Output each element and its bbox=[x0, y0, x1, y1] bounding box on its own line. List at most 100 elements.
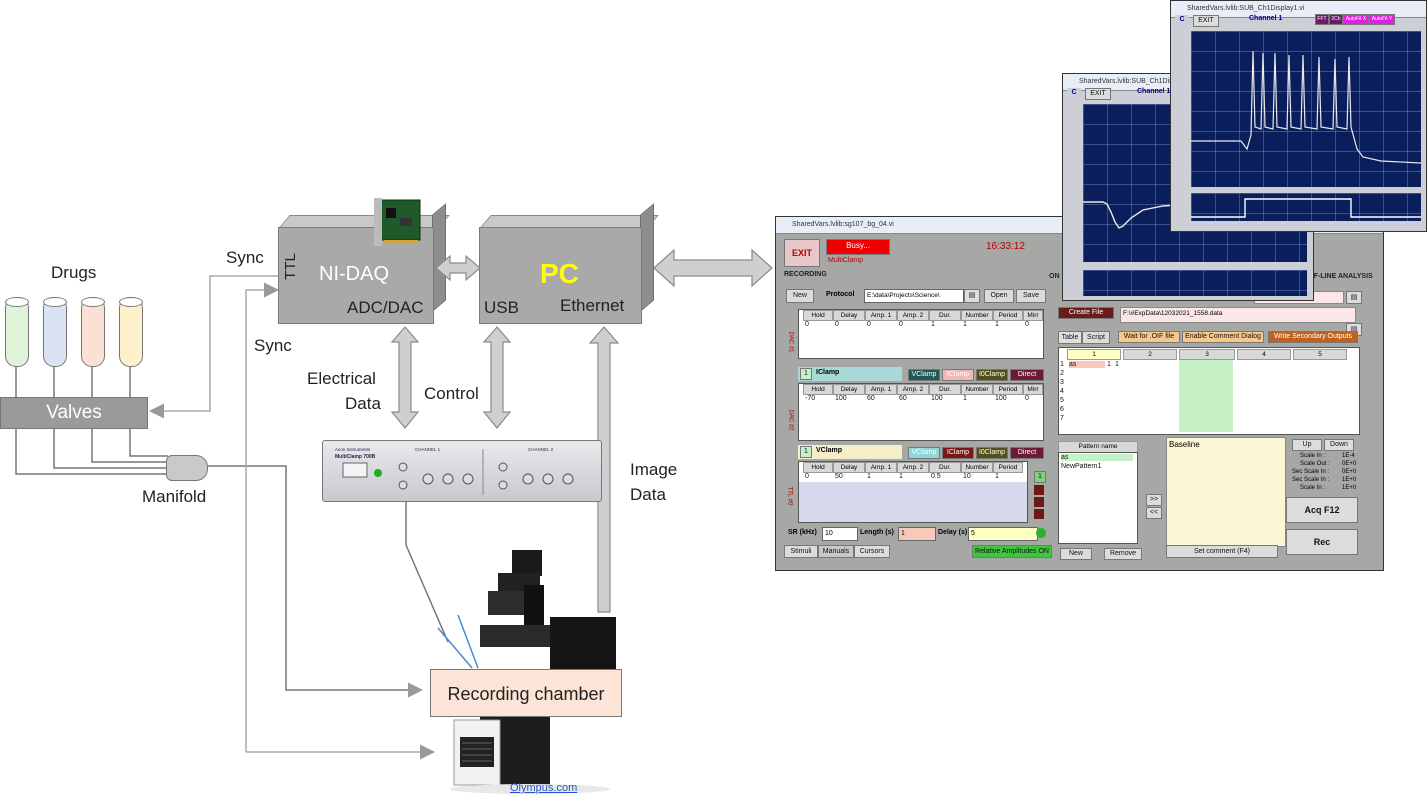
iclamp-button-2[interactable]: IClamp bbox=[942, 447, 974, 459]
ttl-cell[interactable]: 10 bbox=[963, 473, 971, 480]
pattern-list[interactable]: as NewPattern1 bbox=[1058, 452, 1138, 544]
pattern-item[interactable]: as bbox=[1061, 454, 1133, 461]
offline-folder-icon[interactable]: ▤ bbox=[1346, 291, 1362, 304]
ttl-cell[interactable]: 1 bbox=[867, 473, 871, 480]
protocol-path-field[interactable]: E:\data\Projects\Science\ bbox=[864, 289, 964, 303]
dac2-cell[interactable]: 100 bbox=[995, 395, 1007, 402]
tab-stimuli[interactable]: Stimuli bbox=[784, 545, 818, 558]
enable-comment-button[interactable]: Enable Comment Dialog bbox=[1182, 331, 1264, 343]
table-first-cell[interactable]: as bbox=[1069, 361, 1105, 368]
fft-button[interactable]: FFT bbox=[1315, 14, 1329, 25]
direct-button-1[interactable]: Direct bbox=[1010, 369, 1044, 381]
delay-input[interactable]: 5 bbox=[968, 527, 1038, 541]
relative-amplitudes-button[interactable]: Relative Amplitudes ON bbox=[972, 545, 1052, 558]
tab-table[interactable]: Table bbox=[1058, 331, 1082, 344]
new-protocol-button[interactable]: New bbox=[786, 289, 814, 303]
move-left-button[interactable]: << bbox=[1146, 507, 1162, 519]
pattern-remove-button[interactable]: Remove bbox=[1104, 548, 1142, 560]
vclamp-label: VClamp bbox=[816, 447, 843, 454]
dac1-cell[interactable]: 1 bbox=[995, 321, 999, 328]
open-button[interactable]: Open bbox=[984, 289, 1014, 303]
sr-input[interactable]: 10 bbox=[822, 527, 858, 541]
display-back-c[interactable]: C bbox=[1067, 88, 1081, 98]
autofit-x-button[interactable]: AutoFit X bbox=[1343, 14, 1369, 25]
length-input[interactable]: 1 bbox=[898, 527, 936, 541]
scale-value: 0E+0 bbox=[1342, 469, 1357, 475]
dac1-cell[interactable]: 0 bbox=[867, 321, 871, 328]
ioclamp-button-1[interactable]: I0Clamp bbox=[976, 369, 1008, 381]
direct-button-2[interactable]: Direct bbox=[1010, 447, 1044, 459]
table-cell[interactable]: 1 bbox=[1115, 361, 1119, 368]
table-row-num: 2 bbox=[1060, 370, 1064, 377]
vclamp-bar: 1 VClamp bbox=[798, 445, 902, 459]
table-row-num: 1 bbox=[1060, 361, 1064, 368]
ttl-col-amp1: Amp. 1 bbox=[865, 462, 897, 473]
ttl-led-1 bbox=[1034, 485, 1044, 495]
data-file-path[interactable]: F:\#ExpData\12032021_1558.data bbox=[1120, 307, 1356, 323]
scale-value: 0E+0 bbox=[1342, 461, 1357, 467]
dac1-cell[interactable]: 0 bbox=[835, 321, 839, 328]
pattern-item[interactable]: NewPattern1 bbox=[1061, 463, 1102, 470]
daq-adc-dac: ADC/DAC bbox=[347, 298, 424, 317]
move-right-button[interactable]: >> bbox=[1146, 494, 1162, 506]
iclamp-button-1[interactable]: IClamp bbox=[942, 369, 974, 381]
dac2-grid[interactable]: Hold Delay Amp. 1 Amp. 2 Dur. Number Per… bbox=[798, 383, 1044, 441]
save-button[interactable]: Save bbox=[1016, 289, 1046, 303]
dac2-cell[interactable]: 100 bbox=[931, 395, 943, 402]
dac1-cell[interactable]: 0 bbox=[805, 321, 809, 328]
autofit-y-button[interactable]: AutoFit Y bbox=[1369, 14, 1395, 25]
scale-label: Scale In : bbox=[1300, 453, 1326, 459]
ioclamp-button-2[interactable]: I0Clamp bbox=[976, 447, 1008, 459]
tab-manuals[interactable]: Manuals bbox=[818, 545, 854, 558]
ttl-cell[interactable]: 1 bbox=[995, 473, 999, 480]
ttl-cell[interactable]: 1 bbox=[899, 473, 903, 480]
sr-label: SR (kHz) bbox=[788, 529, 817, 536]
down-button[interactable]: Down bbox=[1324, 439, 1354, 451]
display-window-front: SharedVars.lvlib:SUB_Ch1Display1.vi C EX… bbox=[1170, 0, 1427, 232]
dac2-cell[interactable]: 60 bbox=[899, 395, 907, 402]
up-button[interactable]: Up bbox=[1292, 439, 1322, 451]
ttl-cell[interactable]: 50 bbox=[835, 473, 843, 480]
set-comment-button[interactable]: Set comment (F4) bbox=[1166, 545, 1278, 558]
rec-button[interactable]: Rec bbox=[1286, 529, 1358, 555]
comment-box[interactable]: Baseline bbox=[1166, 437, 1286, 547]
display-front-c[interactable]: C bbox=[1175, 15, 1189, 25]
write-secondary-button[interactable]: Write Secondary Outputs bbox=[1268, 331, 1358, 343]
table-cell[interactable]: 1 bbox=[1107, 361, 1111, 368]
display-back-exit[interactable]: EXIT bbox=[1085, 88, 1111, 100]
create-file-button[interactable]: Create File bbox=[1058, 307, 1114, 319]
electrical-data-line-2: Data bbox=[345, 394, 381, 413]
zoom-button[interactable]: 2Ch bbox=[1329, 14, 1343, 25]
olympus-link[interactable]: Olympus.com bbox=[510, 782, 578, 794]
ttl-cell[interactable]: 0.5 bbox=[931, 473, 941, 480]
table-col-5: 5 bbox=[1293, 349, 1347, 360]
ttl-grid[interactable]: Hold Delay Amp. 1 Amp. 2 Dur. Number Per… bbox=[798, 461, 1028, 523]
folder-icon[interactable]: ▤ bbox=[964, 289, 980, 303]
dac1-col-amp1: Amp. 1 bbox=[865, 310, 897, 321]
wait-oif-button[interactable]: Wait for .OIF file bbox=[1118, 331, 1180, 343]
dac2-cell[interactable]: 100 bbox=[835, 395, 847, 402]
dac1-cell[interactable]: 0 bbox=[1025, 321, 1029, 328]
vclamp-button-1[interactable]: VClamp bbox=[908, 369, 940, 381]
dac2-cell[interactable]: 0 bbox=[1025, 395, 1029, 402]
table-row-num: 4 bbox=[1060, 388, 1064, 395]
exit-button[interactable]: EXIT bbox=[784, 239, 820, 267]
display-front-exit[interactable]: EXIT bbox=[1193, 15, 1219, 27]
vclamp-button-2[interactable]: VClamp bbox=[908, 447, 940, 459]
pattern-new-button[interactable]: New bbox=[1060, 548, 1092, 560]
dac2-cell[interactable]: 1 bbox=[963, 395, 967, 402]
dac2-cell[interactable]: 60 bbox=[867, 395, 875, 402]
ttl-cell[interactable]: 0 bbox=[805, 473, 809, 480]
valves-box: Valves bbox=[0, 397, 148, 429]
tab-script[interactable]: Script bbox=[1082, 331, 1110, 344]
dac1-cell[interactable]: 0 bbox=[899, 321, 903, 328]
manifold-label: Manifold bbox=[142, 487, 207, 506]
tab-cursors[interactable]: Cursors bbox=[854, 545, 890, 558]
dac1-col-period: Period bbox=[993, 310, 1023, 321]
dac1-cell[interactable]: 1 bbox=[931, 321, 935, 328]
dac2-cell[interactable]: -70 bbox=[805, 395, 816, 402]
dac1-grid[interactable]: Hold Delay Amp. 1 Amp. 2 Dur. Number Per… bbox=[798, 309, 1044, 359]
pattern-table[interactable]: 1 2 3 4 5 1 2 3 4 5 6 7 as 1 1 bbox=[1058, 347, 1360, 435]
dac1-cell[interactable]: 1 bbox=[963, 321, 967, 328]
acq-button[interactable]: Acq F12 bbox=[1286, 497, 1358, 523]
